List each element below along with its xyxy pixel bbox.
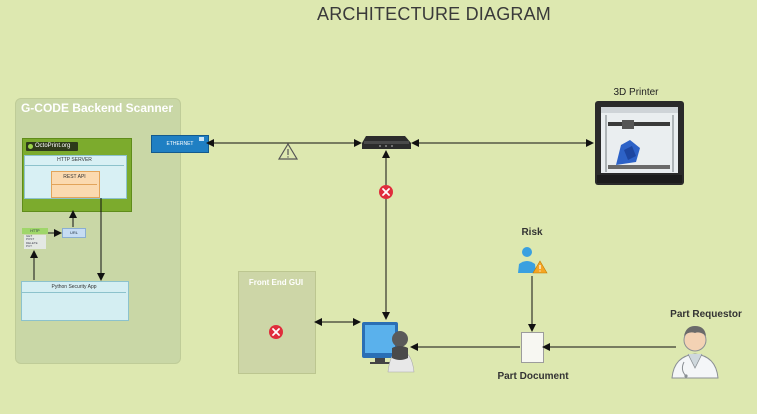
part-document-label: Part Document — [497, 371, 569, 382]
http-server-label: HTTP SERVER — [57, 157, 92, 163]
frontend-red-x-icon — [269, 325, 283, 339]
doctor-avatar-icon — [671, 326, 719, 379]
python-security-app-label: Python Security App — [51, 284, 97, 290]
rest-api-label: REST API — [63, 174, 86, 180]
risk-label: Risk — [521, 227, 543, 238]
frontend-gui-title: Front End GUI — [248, 278, 304, 287]
octoprint-logo: OctoPrint.org — [26, 142, 78, 151]
octoprint-logo-icon — [28, 144, 33, 149]
diagram-title: ARCHITECTURE DIAGRAM — [316, 4, 551, 24]
http-verbs-list: GET POST DELETE PUT — [24, 234, 46, 249]
red-x-icon — [379, 185, 393, 199]
url-tag: URL — [62, 228, 86, 238]
warning-triangle-icon — [277, 142, 299, 160]
python-security-app-box — [21, 281, 129, 321]
ethernet-adapter: ETHERNET — [151, 135, 209, 153]
3d-printer-icon — [595, 101, 684, 185]
person-warning-icon — [518, 247, 548, 274]
http-server-divider — [25, 165, 124, 166]
http-tag: HTTP — [22, 228, 48, 234]
part-requestor-label: Part Requestor — [670, 309, 742, 320]
python-security-app-divider — [22, 292, 126, 293]
backend-scanner-title: G-CODE Backend Scanner — [20, 101, 174, 115]
user-at-computer-icon — [362, 322, 415, 373]
printer-label: 3D Printer — [613, 87, 659, 98]
network-switch-icon — [362, 136, 411, 149]
ethernet-port-icon — [199, 137, 204, 141]
rest-api-divider — [52, 184, 97, 185]
